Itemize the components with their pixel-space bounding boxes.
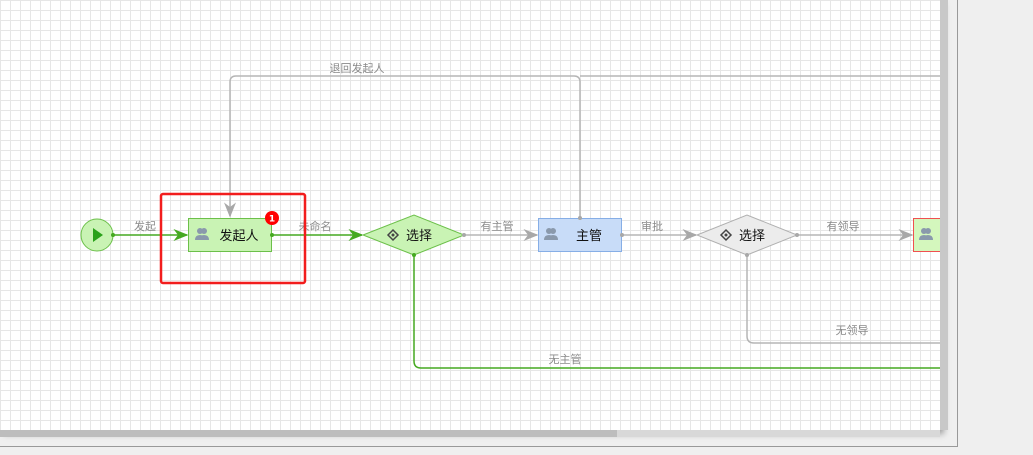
- edge-has-manager[interactable]: 有主管: [464, 219, 539, 241]
- edge-initiator-choice[interactable]: 未命名: [272, 219, 364, 241]
- node-label: 发起人: [219, 228, 258, 244]
- edge-no-manager[interactable]: 无主管: [413, 255, 940, 369]
- horizontal-scrollbar[interactable]: [0, 430, 940, 437]
- edge-label-has-manager: 有主管: [481, 219, 514, 233]
- play-icon: [93, 228, 103, 242]
- designer-frame: 退回发起人 发起 未命名 有主管 审批 有领导 无领导 无主管 发起人 1 选择…: [0, 0, 958, 447]
- edge-label-start: 发起: [134, 219, 156, 233]
- users-icon: [195, 228, 209, 240]
- edge-label-no-leader: 无领导: [836, 324, 869, 337]
- edge-start[interactable]: 发起: [113, 219, 189, 241]
- leader-node[interactable]: [913, 218, 941, 252]
- manager-node[interactable]: 主管: [538, 216, 625, 252]
- vertical-scrollbar[interactable]: [940, 0, 948, 430]
- horizontal-scroll-thumb[interactable]: [0, 430, 617, 437]
- edge-label-has-leader: 有领导: [827, 219, 860, 233]
- edge-has-leader[interactable]: 有领导: [797, 219, 914, 241]
- flow-canvas[interactable]: 退回发起人 发起 未命名 有主管 审批 有领导 无领导 无主管 发起人 1 选择…: [0, 0, 940, 430]
- edge-label-no-manager: 无主管: [549, 352, 582, 366]
- edge-label-approve: 审批: [641, 219, 663, 233]
- badge-count: 1: [269, 215, 275, 225]
- choice-node-2[interactable]: 选择: [695, 214, 799, 257]
- choice-node-1[interactable]: 选择: [361, 214, 466, 257]
- edge-label-unnamed: 未命名: [299, 219, 332, 233]
- gateway-icon: [386, 228, 400, 242]
- users-icon: [544, 228, 558, 240]
- node-label: 选择: [406, 229, 432, 244]
- node-label: 选择: [739, 229, 765, 244]
- selection-box: [159, 192, 307, 285]
- flow-diagram: 退回发起人 发起 未命名 有主管 审批 有领导 无领导 无主管 发起人 1 选择…: [80, 61, 941, 369]
- users-icon: [919, 228, 933, 240]
- gateway-icon: [719, 228, 733, 242]
- start-node[interactable]: [80, 218, 115, 252]
- edge-label-return: 退回发起人: [330, 61, 385, 75]
- edge-approve[interactable]: 审批: [622, 219, 698, 241]
- initiator-node[interactable]: 发起人 1: [188, 211, 280, 252]
- edge-no-leader[interactable]: 无领导: [746, 255, 940, 344]
- notification-badge: [265, 211, 279, 225]
- edge-return[interactable]: 退回发起人: [224, 61, 940, 218]
- node-label: 主管: [576, 229, 602, 244]
